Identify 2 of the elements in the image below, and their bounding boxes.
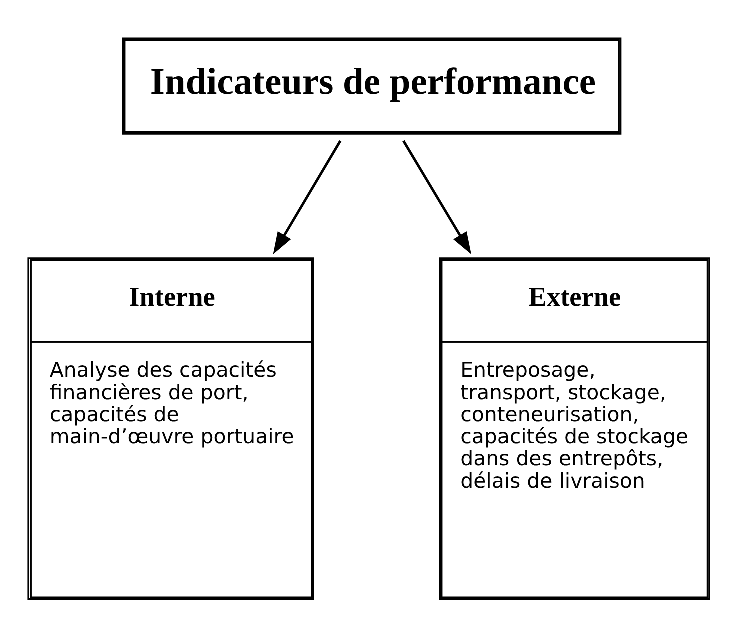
arrow xyxy=(273,140,342,255)
arrow xyxy=(402,140,472,254)
